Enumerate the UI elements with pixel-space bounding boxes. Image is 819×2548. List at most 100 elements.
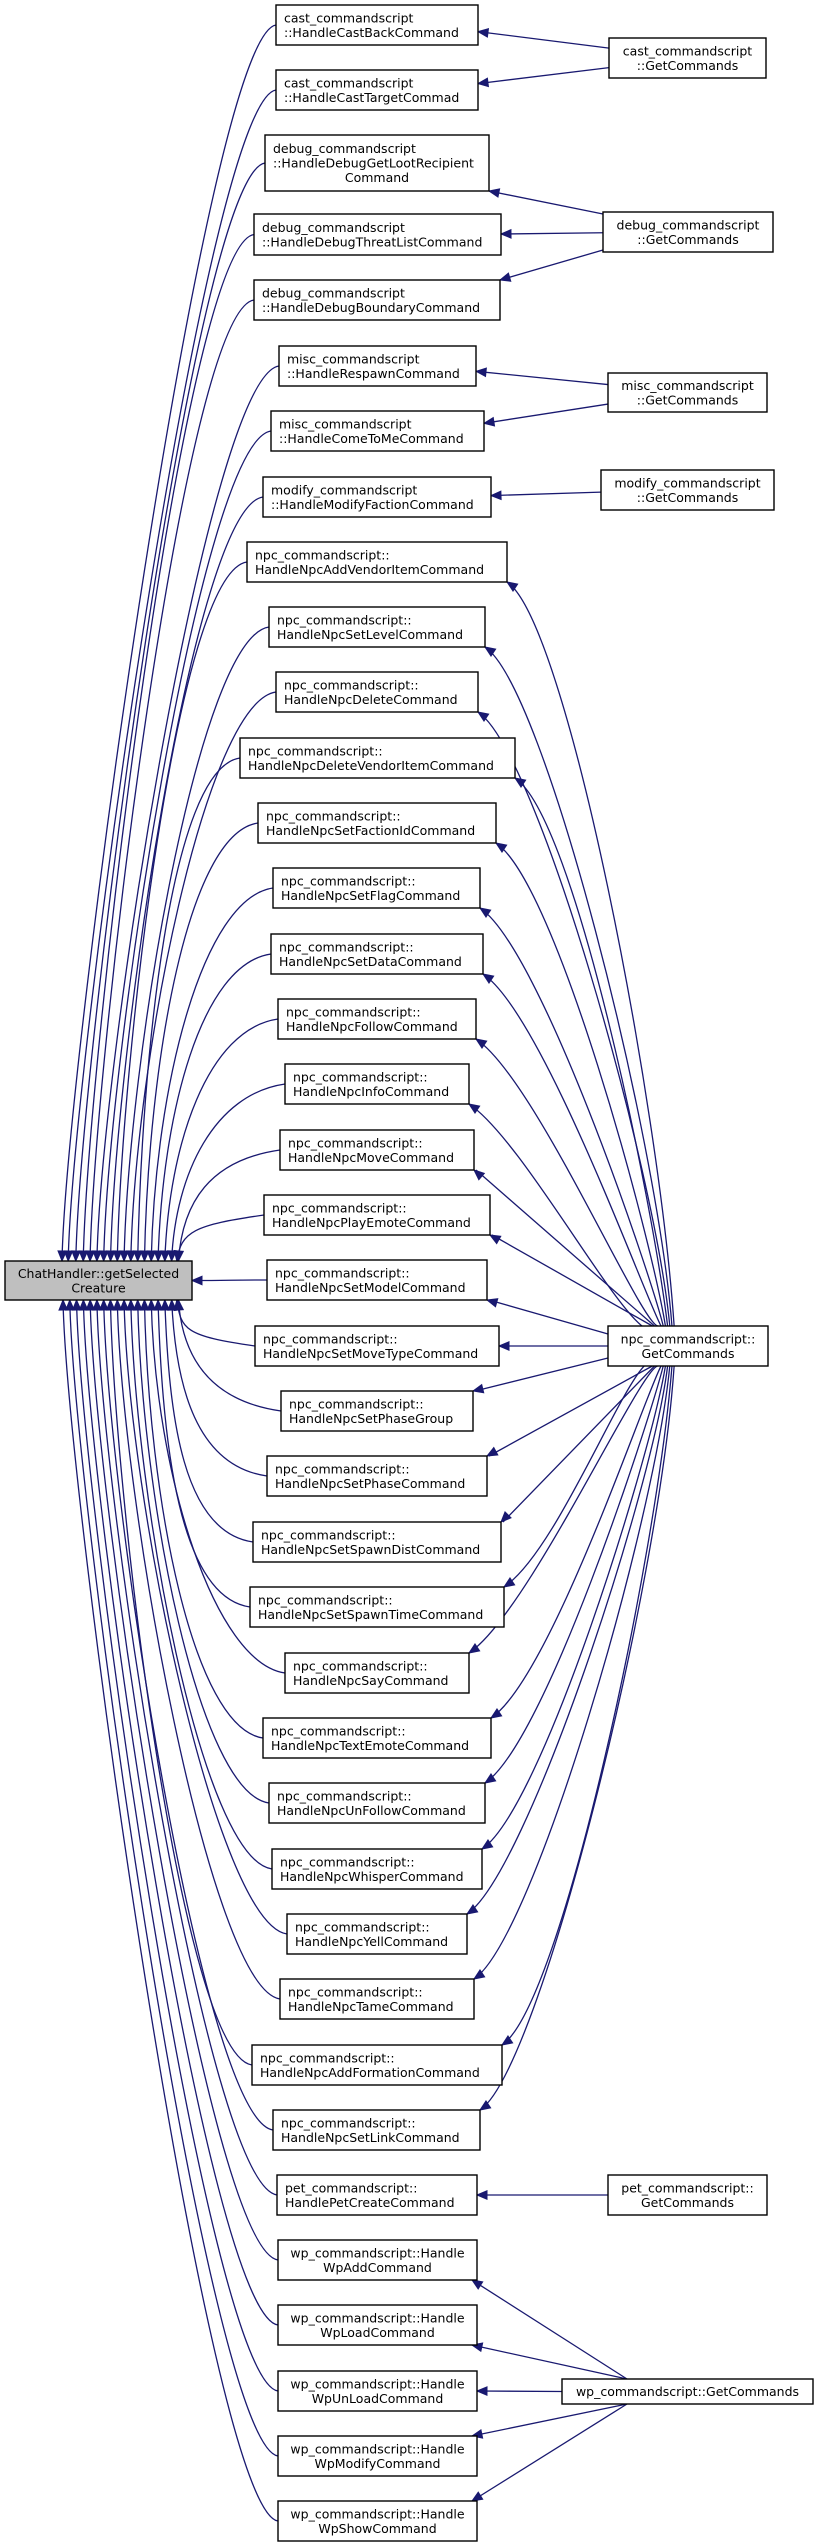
arrowhead-icon bbox=[78, 1250, 89, 1263]
node-npc-say[interactable]: npc_commandscript::HandleNpcSayCommand bbox=[284, 1652, 470, 1694]
node-box bbox=[602, 211, 774, 253]
node-npc-unfollow[interactable]: npc_commandscript::HandleNpcUnFollowComm… bbox=[268, 1782, 486, 1824]
arrowhead-icon bbox=[500, 2035, 514, 2046]
node-npc-deletevendoritem[interactable]: npc_commandscript::HandleNpcDeleteVendor… bbox=[239, 737, 516, 779]
node-debug-threat[interactable]: debug_commandscript::HandleDebugThreatLi… bbox=[253, 213, 502, 256]
node-label-line: HandleNpcTextEmoteCommand bbox=[271, 1738, 469, 1753]
node-npc-setflag[interactable]: npc_commandscript::HandleNpcSetFlagComma… bbox=[272, 867, 481, 909]
node-pet-get[interactable]: pet_commandscript::GetCommands bbox=[607, 2174, 768, 2216]
node-npc-move[interactable]: npc_commandscript::HandleNpcMoveCommand bbox=[279, 1129, 475, 1171]
arrowhead-icon bbox=[467, 1103, 481, 1114]
node-box bbox=[277, 2500, 478, 2542]
node-npc-setlevel[interactable]: npc_commandscript::HandleNpcSetLevelComm… bbox=[268, 606, 486, 648]
arrowhead-icon bbox=[126, 1298, 136, 1311]
node-npc-setmodel[interactable]: npc_commandscript::HandleNpcSetModelComm… bbox=[266, 1259, 488, 1301]
node-debug-loot[interactable]: debug_commandscript::HandleDebugGetLootR… bbox=[264, 134, 490, 192]
node-label-line: ::GetCommands bbox=[637, 232, 738, 247]
arrowhead-icon bbox=[478, 2100, 492, 2111]
node-misc-get[interactable]: misc_commandscript::GetCommands bbox=[607, 372, 768, 413]
node-cast-back[interactable]: cast_commandscript::HandleCastBackComman… bbox=[275, 4, 479, 46]
node-npc-playemote[interactable]: npc_commandscript::HandleNpcPlayEmoteCom… bbox=[263, 1194, 491, 1236]
node-misc-respawn[interactable]: misc_commandscript::HandleRespawnCommand bbox=[278, 345, 477, 387]
node-label-line: HandleNpcUnFollowCommand bbox=[277, 1803, 466, 1818]
node-cast-target[interactable]: cast_commandscript::HandleCastTargetComm… bbox=[275, 69, 479, 111]
node-pet-create[interactable]: pet_commandscript::HandlePetCreateComman… bbox=[276, 2174, 478, 2216]
node-box bbox=[607, 372, 768, 413]
node-box bbox=[277, 2370, 478, 2412]
edge-npc-get-to-npc-addformation bbox=[501, 1365, 673, 2046]
node-npc-yell[interactable]: npc_commandscript::HandleNpcYellCommand bbox=[286, 1913, 468, 1955]
node-label-line: ::GetCommands bbox=[637, 490, 738, 505]
node-npc-delete[interactable]: npc_commandscript::HandleNpcDeleteComman… bbox=[275, 671, 479, 713]
edge-misc-get-to-misc-cometome bbox=[483, 403, 609, 424]
edge-npc-get-to-npc-yell bbox=[466, 1365, 669, 1915]
node-debug-get[interactable]: debug_commandscript::GetCommands bbox=[602, 211, 774, 253]
node-npc-addvendoritem[interactable]: npc_commandscript::HandleNpcAddVendorIte… bbox=[246, 541, 508, 583]
arrowhead-icon bbox=[92, 1250, 103, 1263]
node-wp-get[interactable]: wp_commandscript::GetCommands bbox=[561, 2378, 814, 2405]
node-label-line: HandleNpcAddFormationCommand bbox=[260, 2065, 480, 2080]
arrowhead-icon bbox=[65, 1298, 75, 1311]
node-npc-setphasegroup[interactable]: npc_commandscript::HandleNpcSetPhaseGrou… bbox=[280, 1390, 474, 1432]
node-modify-get[interactable]: modify_commandscript::GetCommands bbox=[600, 469, 775, 511]
node-label-line: debug_commandscript bbox=[262, 285, 405, 300]
edge-wp-get-to-wp-load bbox=[471, 2344, 628, 2380]
node-npc-follow[interactable]: npc_commandscript::HandleNpcFollowComman… bbox=[277, 998, 477, 1040]
node-label-line: HandleNpcSetFactionIdCommand bbox=[266, 823, 475, 838]
node-label-line: npc_commandscript:: bbox=[275, 1461, 410, 1476]
edge-npc-get-to-npc-deletevendoritem bbox=[514, 777, 669, 1327]
node-box bbox=[268, 1782, 486, 1824]
node-label-line: HandleNpcSetMoveTypeCommand bbox=[263, 1346, 478, 1361]
node-label-line: ChatHandler::getSelected bbox=[18, 1266, 179, 1281]
node-npc-tame[interactable]: npc_commandscript::HandleNpcTameCommand bbox=[279, 1978, 475, 2020]
node-label-line: cast_commandscript bbox=[284, 75, 414, 90]
node-box bbox=[286, 1913, 468, 1955]
node-box bbox=[277, 998, 477, 1040]
node-label-line: HandleNpcSetLinkCommand bbox=[281, 2130, 460, 2145]
node-npc-whisper[interactable]: npc_commandscript::HandleNpcWhisperComma… bbox=[271, 1848, 483, 1890]
node-label-line: Creature bbox=[71, 1280, 126, 1295]
edge-npc-setlink-to-root bbox=[103, 1299, 274, 2131]
node-npc-setdata[interactable]: npc_commandscript::HandleNpcSetDataComma… bbox=[270, 933, 484, 975]
node-label-line: HandlePetCreateCommand bbox=[285, 2195, 455, 2210]
arrowhead-icon bbox=[480, 1839, 494, 1850]
node-npc-get[interactable]: npc_commandscript::GetCommands bbox=[607, 1325, 769, 1367]
node-label-line: WpModifyCommand bbox=[315, 2456, 441, 2471]
node-npc-setspawntime[interactable]: npc_commandscript::HandleNpcSetSpawnTime… bbox=[249, 1586, 505, 1628]
edge-npc-get-to-npc-unfollow bbox=[484, 1365, 664, 1784]
edge-npc-yell-to-root bbox=[123, 1299, 288, 1935]
node-npc-addformation[interactable]: npc_commandscript::HandleNpcAddFormation… bbox=[251, 2044, 503, 2086]
node-label-line: wp_commandscript::Handle bbox=[290, 2376, 464, 2391]
arrowhead-icon bbox=[502, 1577, 516, 1588]
node-cast-get[interactable]: cast_commandscript::GetCommands bbox=[608, 37, 767, 79]
arrowhead-icon bbox=[498, 272, 512, 282]
node-npc-setphase[interactable]: npc_commandscript::HandleNpcSetPhaseComm… bbox=[266, 1455, 488, 1497]
node-modify-faction[interactable]: modify_commandscript::HandleModifyFactio… bbox=[262, 476, 492, 518]
edge-npc-say-to-root bbox=[150, 1299, 286, 1674]
node-npc-textemote[interactable]: npc_commandscript::HandleNpcTextEmoteCom… bbox=[262, 1717, 492, 1759]
node-debug-boundary[interactable]: debug_commandscript::HandleDebugBoundary… bbox=[253, 279, 501, 321]
node-npc-info[interactable]: npc_commandscript::HandleNpcInfoCommand bbox=[284, 1063, 470, 1105]
node-box bbox=[4, 1260, 193, 1301]
node-npc-setmovetype[interactable]: npc_commandscript::HandleNpcSetMoveTypeC… bbox=[254, 1325, 500, 1367]
node-npc-setlink[interactable]: npc_commandscript::HandleNpcSetLinkComma… bbox=[272, 2109, 481, 2151]
node-npc-setfactionid[interactable]: npc_commandscript::HandleNpcSetFactionId… bbox=[257, 802, 497, 844]
node-npc-setspawndist[interactable]: npc_commandscript::HandleNpcSetSpawnDist… bbox=[252, 1521, 502, 1563]
node-label-line: npc_commandscript:: bbox=[255, 547, 390, 562]
edge-npc-setmovetype-to-root bbox=[176, 1299, 256, 1347]
node-box bbox=[277, 2304, 478, 2346]
edge-npc-delete-to-root bbox=[130, 691, 277, 1262]
arrowhead-icon bbox=[167, 1298, 178, 1311]
node-label-line: GetCommands bbox=[641, 2195, 734, 2210]
node-label-line: ::GetCommands bbox=[637, 58, 738, 73]
edge-wp-unload-to-root bbox=[75, 1299, 279, 2392]
arrowhead-icon bbox=[513, 777, 527, 788]
node-misc-cometome[interactable]: misc_commandscript::HandleComeToMeComman… bbox=[270, 410, 485, 452]
node-label-line: HandleNpcAddVendorItemCommand bbox=[255, 562, 484, 577]
